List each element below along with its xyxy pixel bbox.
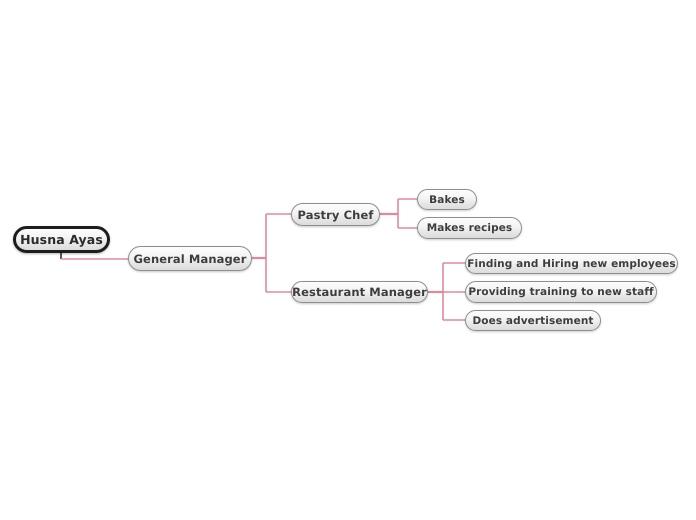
node-label: Husna Ayas [20, 232, 103, 247]
node-general-manager[interactable]: General Manager [128, 246, 252, 271]
node-label: Makes recipes [426, 222, 513, 234]
node-label: Pastry Chef [297, 207, 374, 222]
node-makes-recipes[interactable]: Makes recipes [417, 217, 522, 239]
node-label: General Manager [133, 251, 247, 266]
node-label: Does advertisement [472, 314, 594, 327]
node-providing-training-to-new-staff[interactable]: Providing training to new staff [465, 281, 657, 303]
node-bakes[interactable]: Bakes [417, 189, 477, 210]
node-pastry-chef[interactable]: Pastry Chef [291, 203, 380, 226]
node-root-husna-ayas[interactable]: Husna Ayas [13, 226, 110, 253]
node-label: Providing training to new staff [468, 286, 654, 298]
node-restaurant-manager[interactable]: Restaurant Manager [291, 281, 428, 303]
node-label: Bakes [429, 193, 465, 206]
node-does-advertisement[interactable]: Does advertisement [465, 310, 601, 331]
node-label: Restaurant Manager [292, 285, 427, 299]
node-label: Finding and Hiring new employees [467, 257, 676, 270]
node-finding-and-hiring-new-employees[interactable]: Finding and Hiring new employees [465, 253, 678, 274]
